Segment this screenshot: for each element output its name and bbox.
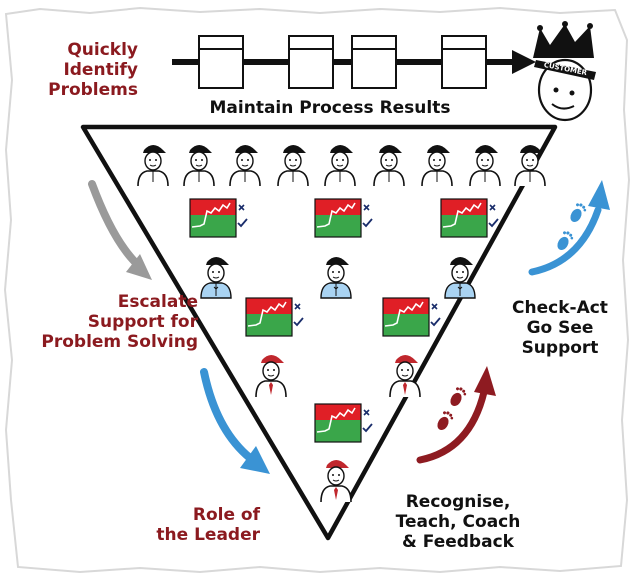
label-line: the Leader — [156, 525, 260, 546]
leader-arrow-blue — [200, 368, 270, 474]
label-line: Go See — [526, 318, 594, 339]
label-line: Check-Act — [512, 298, 608, 318]
operators-row — [137, 144, 546, 187]
label-line: Support for — [87, 312, 198, 333]
label-line: Role of — [192, 505, 260, 525]
label-line: Support — [521, 338, 599, 359]
process-box-2 — [288, 35, 334, 89]
check-act-arrow-blue — [528, 180, 610, 276]
escalate-arrow-grey — [88, 180, 152, 280]
process-box-1 — [198, 35, 244, 89]
label-line: Teach, Coach — [395, 512, 521, 533]
label-line: & Feedback — [402, 532, 514, 553]
paper-torn-edge — [3, 6, 631, 574]
quickly-identify-problems-label: Quickly Identify Problems — [20, 40, 138, 100]
customer-icon: CUSTOMER — [533, 21, 596, 122]
label-line: Escalate — [117, 292, 198, 312]
process-box-4 — [441, 35, 487, 89]
maintain-process-results-label: Maintain Process Results — [209, 98, 451, 118]
recognise-arrow-red — [416, 366, 496, 464]
escalate-support-label: Escalate Support for Problem Solving — [18, 292, 198, 352]
process-box-3 — [351, 35, 397, 89]
role-of-leader-label: Role of the Leader — [110, 505, 260, 545]
footsteps-icon — [434, 385, 469, 433]
label-line: Identify — [63, 60, 138, 81]
label-line: Recognise, — [405, 492, 511, 512]
check-act-label: Check-Act Go See Support — [500, 298, 620, 358]
label-line: Problem Solving — [41, 332, 198, 353]
label-line: Quickly — [67, 40, 138, 60]
label-line: Problems — [48, 80, 138, 101]
recognise-teach-label: Recognise, Teach, Coach & Feedback — [378, 492, 538, 552]
